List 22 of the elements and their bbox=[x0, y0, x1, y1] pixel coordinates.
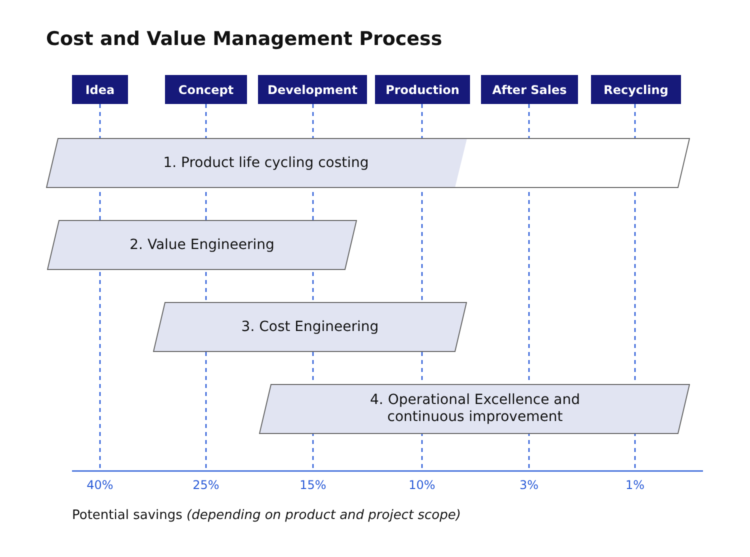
phase-header: Idea bbox=[72, 75, 128, 104]
savings-percentage: 25% bbox=[192, 478, 220, 492]
process-bar bbox=[153, 302, 467, 352]
bar-label: 4. Operational Excellence and continuous improvement bbox=[369, 391, 581, 427]
footnote: Potential savings (depending on product and project scope) bbox=[72, 508, 461, 523]
savings-percentage: 10% bbox=[408, 478, 436, 492]
phase-header: Development bbox=[258, 75, 367, 104]
savings-percentage: 40% bbox=[86, 478, 114, 492]
savings-percentage: 1% bbox=[624, 478, 646, 492]
bar-label: 2. Value Engineering bbox=[128, 236, 276, 254]
bar-label: 1. Product life cycling costing bbox=[162, 154, 370, 172]
process-bar bbox=[47, 220, 357, 270]
bar-label: 3. Cost Engineering bbox=[240, 318, 380, 336]
phase-header: Concept bbox=[165, 75, 247, 104]
process-bar bbox=[46, 138, 690, 188]
phase-header: Production bbox=[375, 75, 470, 104]
phase-header: Recycling bbox=[591, 75, 681, 104]
title: Cost and Value Management Process bbox=[46, 28, 442, 50]
phase-header: After Sales bbox=[481, 75, 578, 104]
savings-percentage: 3% bbox=[518, 478, 540, 492]
process-bar bbox=[259, 384, 690, 434]
savings-percentage: 15% bbox=[298, 478, 328, 492]
